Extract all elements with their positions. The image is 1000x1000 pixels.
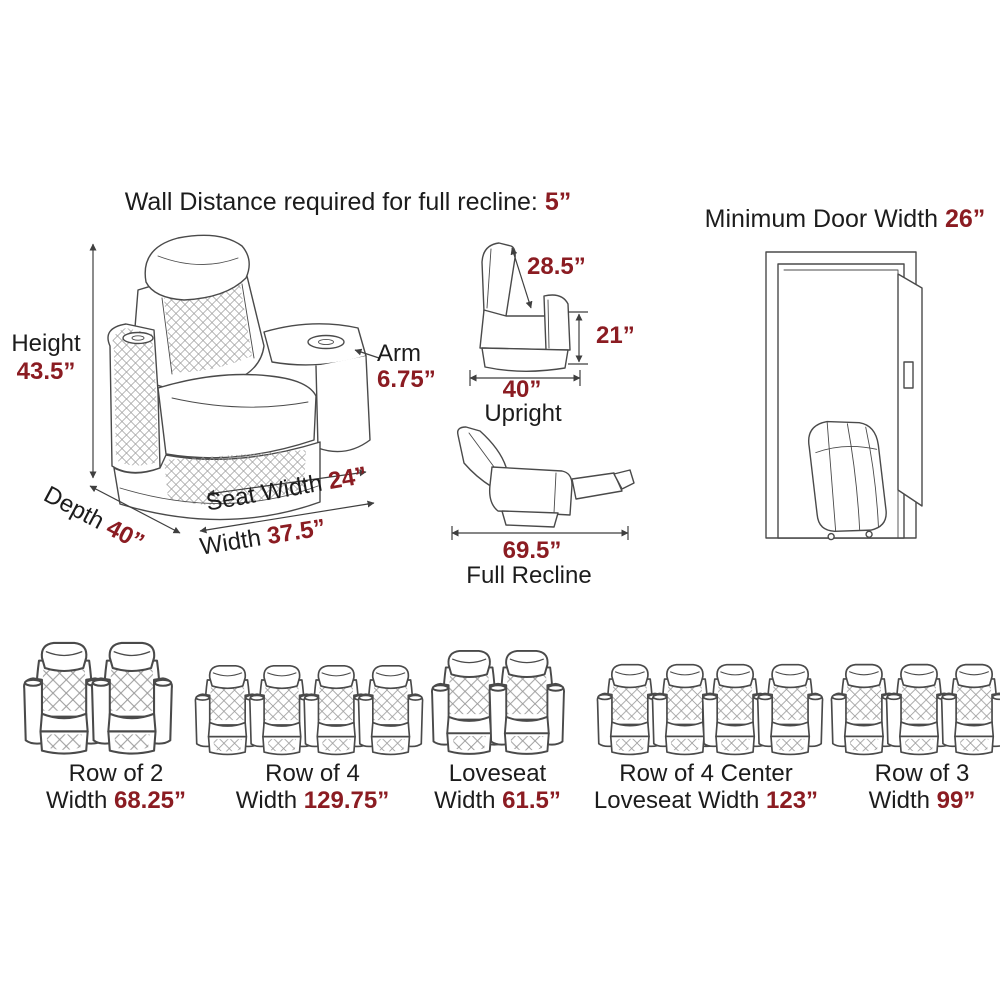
config-width-value: 99” xyxy=(936,787,976,814)
config-width: Width 68.25” xyxy=(16,787,216,814)
wall-distance-title: Wall Distance required for full recline:… xyxy=(92,188,604,217)
config-width-label: Width xyxy=(235,787,304,814)
arm-label: Arm xyxy=(377,340,421,367)
config-width-value: 68.25” xyxy=(113,787,187,814)
door-width-value: 26” xyxy=(945,205,986,233)
row-of-2-illustration xyxy=(23,641,173,755)
wall-distance-label: Wall Distance required for full recline: xyxy=(124,188,545,216)
config-width-value: 123” xyxy=(766,787,819,814)
config-width-value: 129.75” xyxy=(303,787,390,814)
height-label: Height xyxy=(11,330,81,357)
width-dimension-arrow xyxy=(199,500,375,534)
door-illustration xyxy=(765,251,923,541)
recliner-front-art xyxy=(107,234,371,521)
config-width-value: 61.5” xyxy=(502,787,561,814)
config-name: Row of 3 xyxy=(822,760,1000,787)
upright-depth-value: 40” xyxy=(502,376,542,403)
config-width: Loveseat Width 123” xyxy=(565,787,847,814)
wall-distance-value: 5” xyxy=(544,188,572,216)
config-width: Width 61.5” xyxy=(395,787,600,814)
config-width-label: Width xyxy=(434,787,503,814)
config-name-text: Row of 2 xyxy=(68,760,164,787)
config-name: Row of 2 xyxy=(16,760,216,787)
config-name-text: Row of 3 xyxy=(874,760,970,787)
upright-side-illustration xyxy=(469,242,588,386)
config-name-text: Row of 4 Center xyxy=(619,760,793,787)
back-length-value: 28.5” xyxy=(527,253,586,280)
arm-pointer-arrow xyxy=(354,348,380,359)
recliner-front-illustration xyxy=(89,234,380,534)
seat-height-value: 21” xyxy=(596,322,635,349)
door-width-title: Minimum Door Width 26” xyxy=(688,205,1000,234)
config-name-text: Row of 4 xyxy=(265,760,360,787)
row-of-4-center-loveseat-caption: Row of 4 Center Loveseat Width 123” xyxy=(565,760,847,814)
height-value: 43.5” xyxy=(16,358,76,385)
seat-width-dimension-arrow xyxy=(207,469,367,497)
row-of-4-center-loveseat-illustration xyxy=(596,663,824,756)
config-width-label: Loveseat Width xyxy=(593,787,767,814)
loveseat-caption: Loveseat Width 61.5” xyxy=(395,760,600,814)
config-width: Width 129.75” xyxy=(210,787,415,814)
full-recline-illustration xyxy=(451,426,635,540)
arm-dimension-label: Arm 6.75” xyxy=(377,341,436,393)
loveseat-illustration xyxy=(430,649,566,755)
row-of-3-caption: Row of 3 Width 99” xyxy=(822,760,1000,814)
row-of-2-caption: Row of 2 Width 68.25” xyxy=(16,760,216,814)
row-of-4-illustration xyxy=(194,664,424,756)
recline-length-value: 69.5” xyxy=(502,537,562,564)
config-name: Row of 4 Center xyxy=(565,760,847,787)
row-of-4-caption: Row of 4 Width 129.75” xyxy=(210,760,415,814)
seat-width-value: 24” xyxy=(326,461,369,496)
config-name-text: Loveseat xyxy=(448,760,547,787)
config-name: Row of 4 xyxy=(210,760,415,787)
arm-value: 6.75” xyxy=(377,366,436,393)
config-width-label: Width xyxy=(868,787,937,814)
back-length-dimension-arrow xyxy=(510,247,533,309)
config-width-label: Width xyxy=(45,787,114,814)
door-width-label: Minimum Door Width xyxy=(704,205,945,233)
upright-caption: Upright xyxy=(484,400,562,427)
config-width: Width 99” xyxy=(822,787,1000,814)
height-dimension-label: Height 43.5” xyxy=(0,330,92,386)
config-name: Loveseat xyxy=(395,760,600,787)
folded-chair-art xyxy=(807,420,887,541)
row-of-3-illustration xyxy=(830,663,1000,756)
full-recline-caption: Full Recline xyxy=(466,562,592,589)
door-art xyxy=(765,251,923,541)
depth-dimension-arrow xyxy=(89,485,181,534)
full-recline-art xyxy=(456,426,635,528)
